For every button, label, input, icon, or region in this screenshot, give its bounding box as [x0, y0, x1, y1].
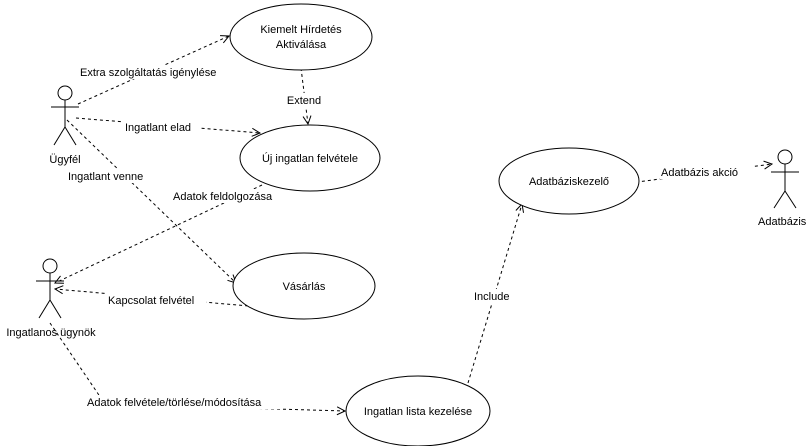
label-adatok-felvetele: Adatok felvétele/törlése/módosítása — [87, 397, 262, 409]
usecase-kiemelt-line1: Kiemelt Hírdetés — [260, 24, 342, 36]
label-adatbazis-akcio: Adatbázis akció — [661, 167, 738, 179]
actor-ugyfel-head — [57, 85, 73, 101]
actor-ugynok[interactable] — [36, 258, 64, 319]
actor-adatbazis[interactable] — [771, 149, 799, 209]
usecase-vasarlas-label: Vásárlás — [283, 281, 326, 293]
edge-extra-szolgaltatas[interactable] — [77, 36, 229, 105]
usecase-kiemelt-line2: Aktiválása — [276, 39, 327, 51]
label-extra-szolgaltatas: Extra szolgáltatás igénylése — [80, 67, 216, 79]
actor-ugynok-label: Ingatlanos ügynök — [6, 327, 96, 339]
label-ingatlant-elad: Ingatlant elad — [125, 122, 191, 134]
usecase-ingatlan-lista[interactable] — [345, 375, 491, 446]
label-kapcsolat-felvetel: Kapcsolat felvétel — [108, 295, 194, 307]
actor-adatbazis-head — [777, 149, 793, 165]
label-include: Include — [474, 291, 509, 303]
usecase-adatbaziskezelo-label: Adatbáziskezelő — [529, 176, 609, 188]
actor-ugyfel-label: Ügyfél — [49, 154, 80, 166]
usecase-uj-ingatlan-label: Új ingatlan felvétele — [262, 152, 358, 165]
label-ingatlant-venne: Ingatlant venne — [68, 171, 143, 183]
actor-adatbazis-label: Adatbázis — [758, 216, 807, 228]
label-adatok-feldolgozasa: Adatok feldolgozása — [173, 191, 273, 203]
usecase-adatbaziskezelo[interactable] — [498, 147, 640, 215]
usecase-ingatlan-lista-label: Ingatlan lista kezelése — [364, 406, 472, 418]
actor-ugyfel[interactable] — [51, 85, 79, 146]
edge-include[interactable] — [467, 204, 522, 384]
usecase-uj-ingatlan[interactable] — [239, 124, 381, 192]
usecase-kiemelt-hirdetes[interactable] — [229, 3, 373, 71]
actor-ugynok-head — [42, 258, 58, 274]
label-extend: Extend — [287, 95, 321, 107]
usecase-vasarlas[interactable] — [232, 252, 376, 320]
